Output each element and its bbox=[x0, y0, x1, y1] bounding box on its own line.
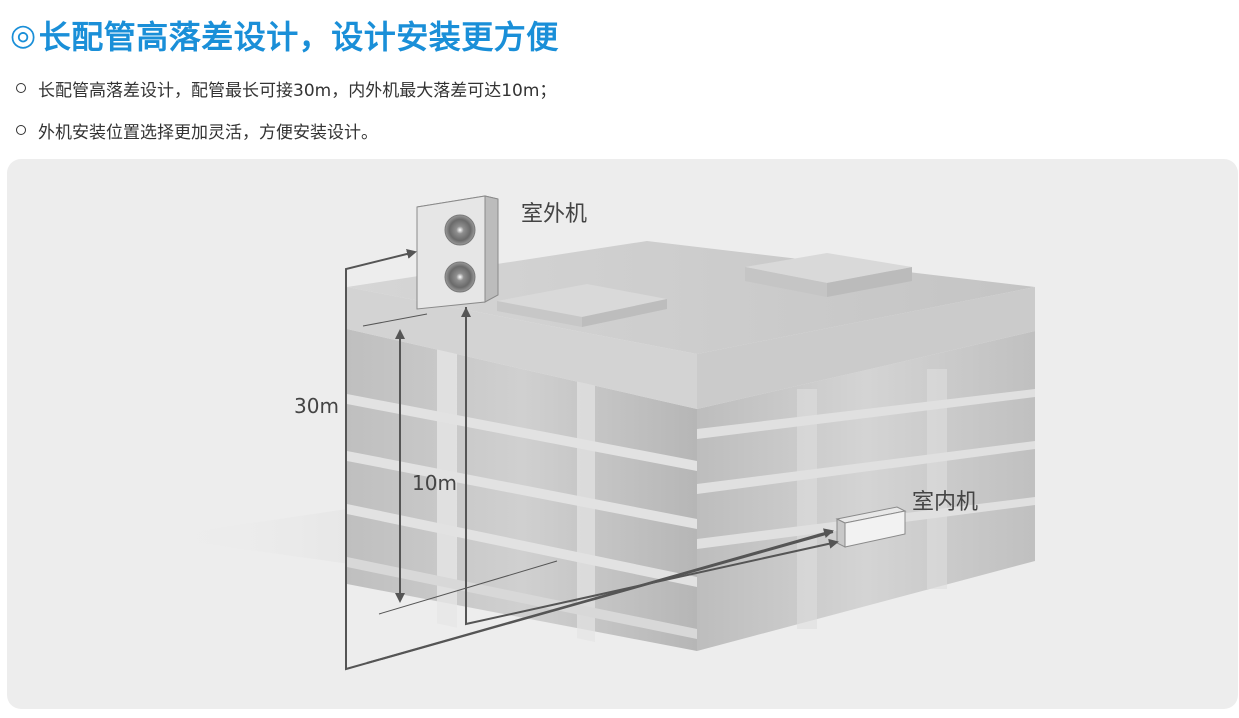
floor-slab bbox=[697, 389, 1035, 439]
pipe-arrow bbox=[366, 528, 834, 664]
floor-slab bbox=[347, 394, 697, 471]
building-illustration: 室外机 室内机 30m 10m bbox=[157, 195, 1035, 671]
section-title: ◎ 长配管高落差设计，设计安装更方便 bbox=[10, 12, 559, 58]
list-item: 外机安装位置选择更加灵活，方便安装设计。 bbox=[16, 116, 556, 144]
roof-edge bbox=[347, 287, 697, 409]
rooftop-block bbox=[745, 253, 912, 283]
floor-slab bbox=[697, 441, 1035, 494]
reference-line bbox=[378, 560, 558, 615]
floor-slab bbox=[347, 557, 697, 639]
floor-slab bbox=[347, 451, 697, 529]
indoor-unit-label: 室内机 bbox=[912, 490, 978, 515]
section-title-text: 长配管高落差设计，设计安装更方便 bbox=[38, 18, 559, 56]
circle-bullet-icon bbox=[16, 125, 26, 135]
list-item-text: 长配管高落差设计，配管最长可接30m，内外机最大落差可达10m； bbox=[38, 80, 557, 101]
fan-icon bbox=[444, 214, 476, 246]
rooftop-block bbox=[827, 267, 912, 297]
roof-edge bbox=[697, 287, 1035, 409]
height-difference-label: 10m bbox=[412, 471, 457, 495]
pipe-length-label: 30m bbox=[294, 394, 339, 418]
rooftop-block bbox=[497, 284, 667, 317]
outdoor-unit bbox=[416, 195, 499, 310]
list-item: 长配管高落差设计，配管最长可接30m，内外机最大落差可达10m； bbox=[16, 74, 556, 102]
fan-icon bbox=[444, 261, 476, 293]
indoor-unit bbox=[835, 506, 907, 548]
window-band bbox=[927, 369, 947, 589]
floor-slab bbox=[347, 504, 697, 587]
building-side-wall bbox=[697, 331, 1035, 651]
installation-diagram: 室外机 室内机 30m 10m bbox=[7, 159, 1238, 709]
reference-line bbox=[362, 313, 428, 327]
double-circle-icon: ◎ bbox=[10, 17, 37, 53]
rooftop-block bbox=[582, 299, 667, 327]
circle-bullet-icon bbox=[16, 83, 26, 93]
rooftop-block bbox=[745, 267, 827, 297]
window-band bbox=[797, 389, 817, 629]
feature-list: 长配管高落差设计，配管最长可接30m，内外机最大落差可达10m； 外机安装位置选… bbox=[16, 74, 556, 158]
list-item-text: 外机安装位置选择更加灵活，方便安装设计。 bbox=[38, 122, 378, 143]
outdoor-unit-label: 室外机 bbox=[521, 202, 587, 227]
rooftop-block bbox=[497, 301, 582, 327]
